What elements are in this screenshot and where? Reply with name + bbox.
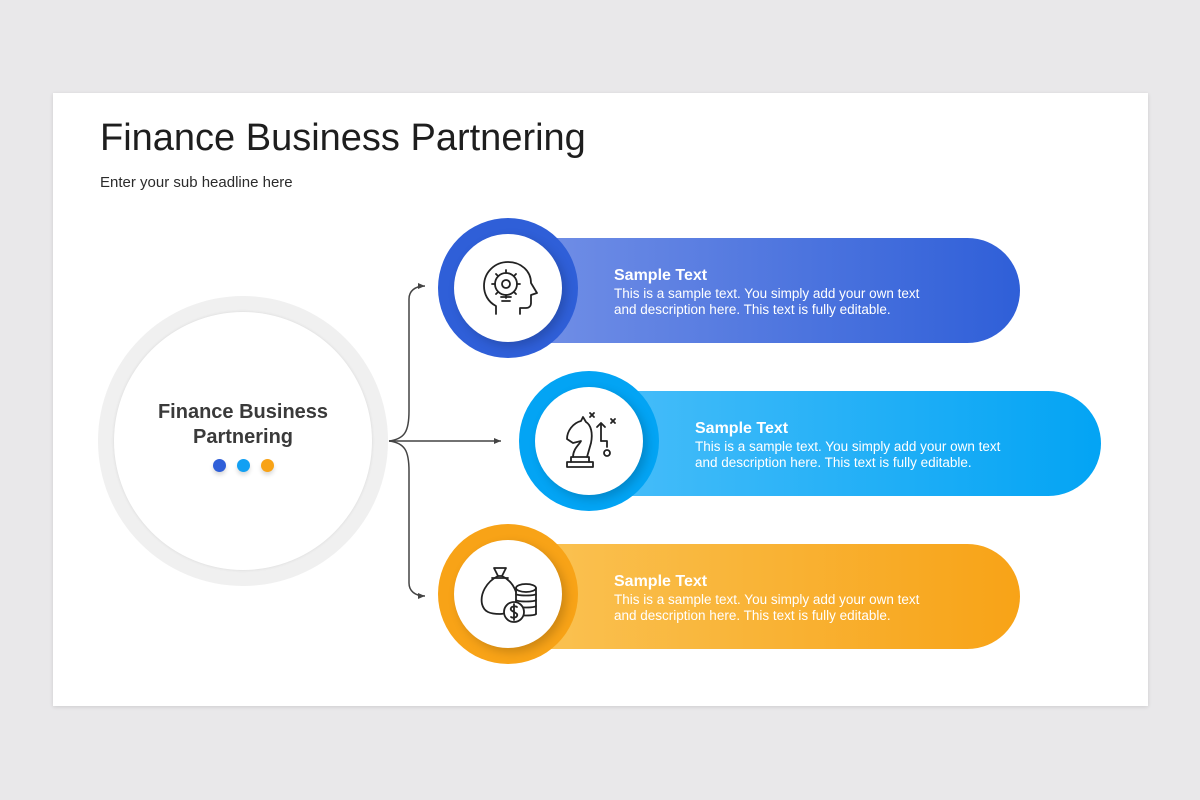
item-1-icon-ring xyxy=(438,218,578,358)
hub-title: Finance Business Partnering xyxy=(157,401,329,448)
item-1-heading: Sample Text xyxy=(614,267,708,284)
hub-dots xyxy=(114,459,372,472)
connector-top xyxy=(388,283,426,442)
slide: Finance Business Partnering Enter your s… xyxy=(53,93,1148,706)
item-3-heading: Sample Text xyxy=(614,573,708,590)
slide-title: Finance Business Partnering xyxy=(100,117,586,159)
chess-knight-strategy-icon xyxy=(566,412,616,468)
item-2-description: This is a sample text. You simply add yo… xyxy=(695,439,1001,470)
item-2-heading: Sample Text xyxy=(695,420,789,437)
item-3: Sample Text This is a sample text. You s… xyxy=(438,524,1038,669)
item-3-icon-ring xyxy=(438,524,578,664)
hub-dot-lightblue xyxy=(236,459,250,472)
item-3-description: This is a sample text. You simply add yo… xyxy=(614,592,920,623)
hub-dot-blue xyxy=(212,459,226,472)
money-bag-coins-icon xyxy=(480,567,537,623)
hub-circle: Finance Business Partnering xyxy=(98,296,388,586)
idea-head-gear-icon xyxy=(483,261,538,315)
connector-arrows xyxy=(388,283,501,599)
item-2: Sample Text This is a sample text. You s… xyxy=(519,371,1119,516)
item-2-icon-ring xyxy=(519,371,659,511)
hub-dot-orange xyxy=(260,459,274,472)
connector-bottom xyxy=(388,440,426,599)
slide-subtitle: Enter your sub headline here xyxy=(100,174,293,191)
item-1: Sample Text This is a sample text. You s… xyxy=(438,218,1038,363)
item-1-description: This is a sample text. You simply add yo… xyxy=(614,286,920,317)
